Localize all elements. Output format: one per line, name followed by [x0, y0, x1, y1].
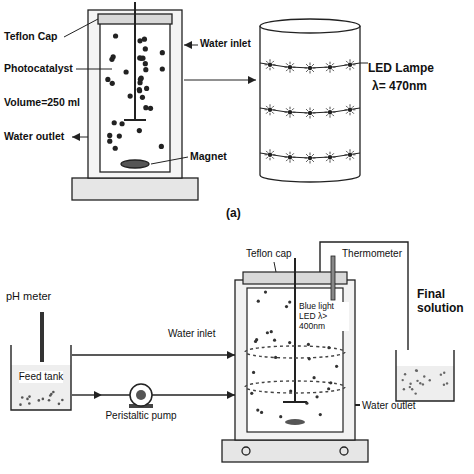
- led-cylinder-outline: [258, 18, 362, 183]
- reactor-a: [72, 2, 198, 200]
- part-label: Water outlet: [4, 130, 64, 142]
- photoreactor: Blue light LED λ> 400nm: [235, 272, 355, 440]
- photocatalyst-particles: [105, 33, 165, 150]
- part-label: Magnet: [190, 150, 227, 162]
- setup-b-parts: [42, 262, 368, 462]
- node-sublabel: λ= 470nm: [372, 80, 427, 94]
- node-label: Feed tank: [19, 371, 63, 383]
- node-label: Blue light LED λ> 400nm: [299, 302, 349, 331]
- node-label: Peristaltic pump: [105, 410, 176, 422]
- final-solution-beaker: Final solution: [395, 350, 455, 402]
- pipe-connector: [72, 354, 235, 355]
- led-cylinder: LED Lampeλ= 470nm: [258, 18, 362, 183]
- part-label: pH meter: [6, 290, 51, 303]
- feed-tank: Feed tank: [10, 345, 72, 411]
- photoreactor-outline: [235, 272, 355, 440]
- part-label: Teflon cap: [246, 248, 292, 260]
- part-label: Teflon Cap: [4, 30, 57, 42]
- node-label: LED Lampe: [368, 62, 434, 76]
- panel-caption: (a): [226, 207, 241, 221]
- volume-note: Volume=250 ml: [4, 96, 80, 108]
- final-solution-beaker-outline: [395, 350, 455, 402]
- part-label: Thermometer: [342, 248, 402, 260]
- pipe-connector: [72, 394, 102, 395]
- part-label: Water outlet: [362, 400, 416, 412]
- part-label: Water inlet: [168, 328, 215, 340]
- pipe-connector: [180, 394, 235, 395]
- part-label: Water inlet: [200, 38, 251, 50]
- peristaltic-pump: Peristaltic pump: [102, 380, 180, 424]
- part-label: Photocatalyst: [4, 62, 73, 74]
- leaders-a: [64, 19, 256, 164]
- node-label: Final solution: [417, 288, 471, 316]
